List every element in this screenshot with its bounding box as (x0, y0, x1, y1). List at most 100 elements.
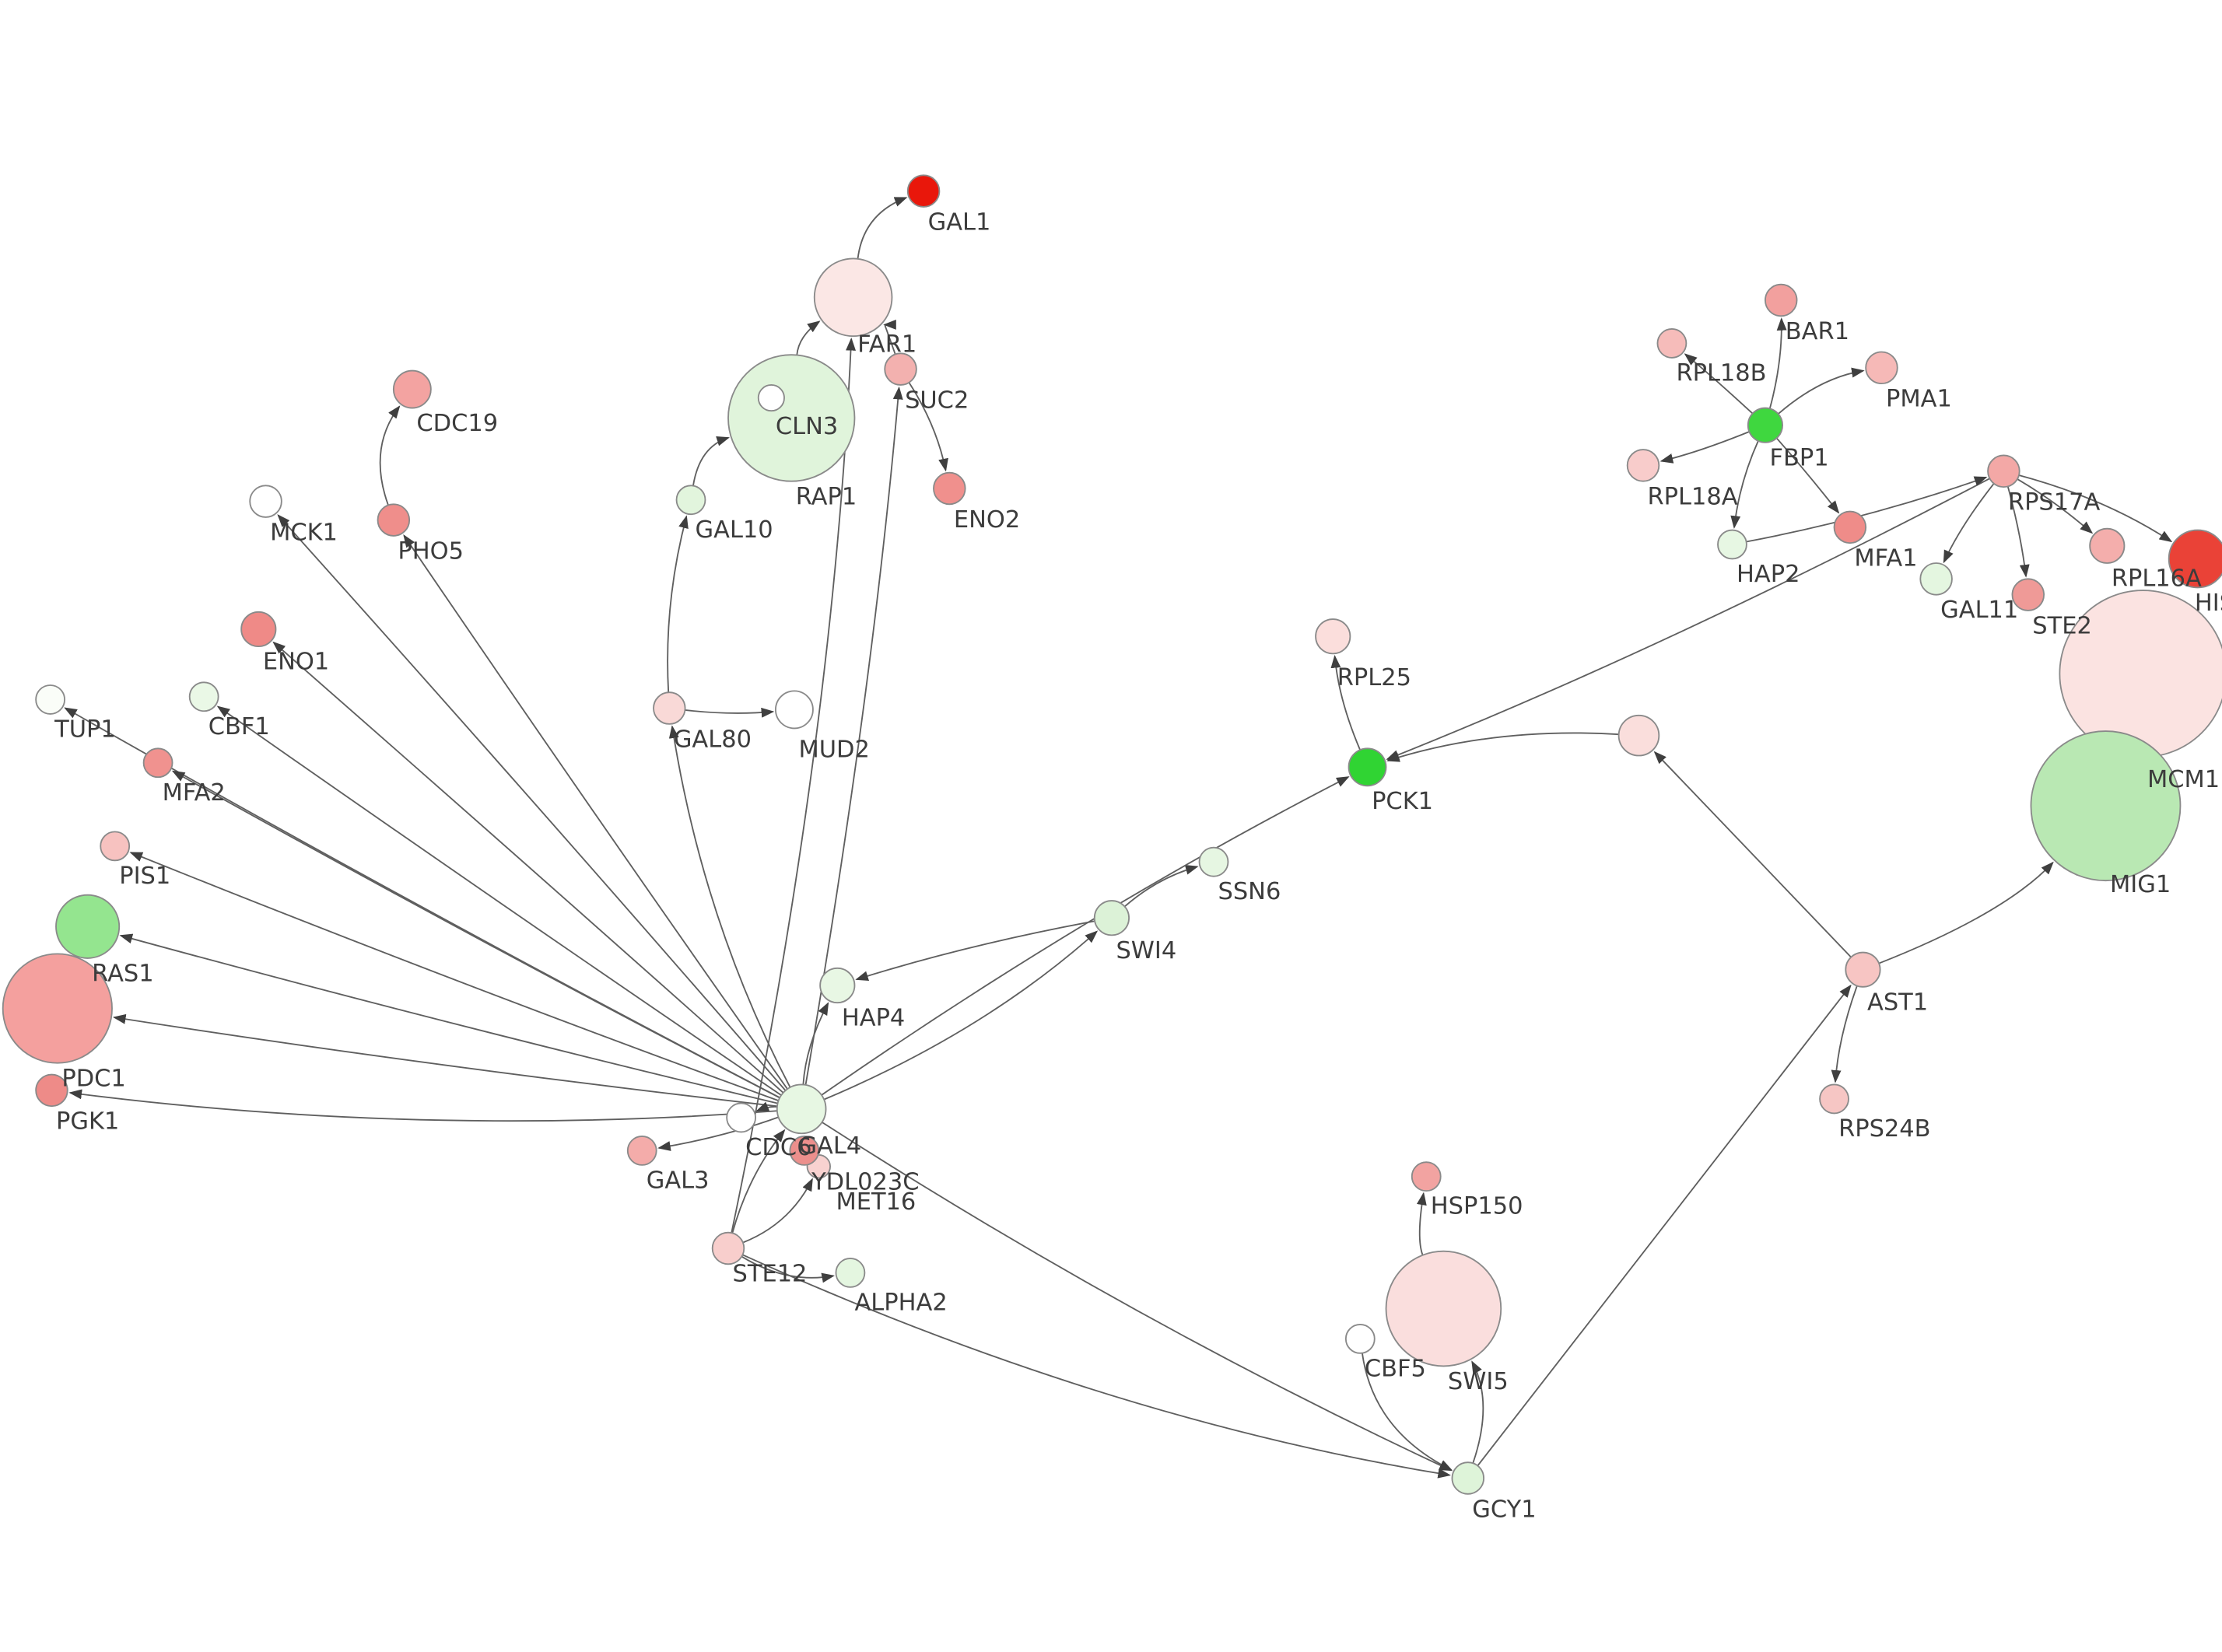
node-STE2[interactable] (2011, 578, 2045, 611)
node-GAL3[interactable] (626, 1136, 657, 1166)
node-CBF1[interactable] (188, 681, 219, 712)
edge-FBP1-RPL18A[interactable] (1659, 431, 1750, 464)
edge-HAP2-RPS17A[interactable] (1746, 476, 1988, 543)
node-TUP1[interactable] (35, 684, 65, 715)
edge-GAL4-PHO5[interactable] (403, 534, 788, 1090)
edge-GAL4-RAS1[interactable] (119, 933, 778, 1104)
edge-SUC2-ENO2[interactable] (908, 382, 948, 472)
node-SWI5[interactable] (1385, 1250, 1502, 1367)
edge-GAL4-GAL3[interactable] (657, 1116, 779, 1151)
edge-unlabeled1-PCK1[interactable] (1386, 732, 1619, 762)
node-SSN6[interactable] (1198, 846, 1229, 877)
node-ENO2[interactable] (933, 471, 966, 506)
edge-RAP1-FAR1[interactable] (796, 320, 821, 355)
edge-AST1-MIG1[interactable] (1878, 861, 2054, 964)
node-HAP2[interactable] (1717, 529, 1747, 560)
node-HIS4[interactable] (2168, 529, 2222, 589)
node-unlabeled1[interactable] (1617, 714, 1660, 757)
edge-GCY1-AST1[interactable] (1477, 984, 1852, 1467)
edge-GAL4-HAP4[interactable] (802, 1002, 829, 1085)
edge-STE12-FAR1[interactable] (731, 338, 857, 1234)
edge-GAL80-GAL10[interactable] (667, 515, 689, 693)
edge-GAL4-MCK1[interactable] (277, 514, 787, 1091)
node-MFA1[interactable] (1833, 510, 1867, 544)
node-GAL10[interactable] (675, 485, 706, 516)
edge-GAL4-CBF1[interactable] (216, 705, 782, 1096)
edge-RPS17A-STE2[interactable] (2006, 486, 2030, 578)
node-BAR1[interactable] (1765, 283, 1798, 317)
edge-RPS17A-RPL16A[interactable] (2017, 478, 2094, 534)
edge-STE12-GCY1[interactable] (742, 1254, 1451, 1479)
node-HAP4[interactable] (819, 967, 856, 1004)
edge-SWI5-HSP150[interactable] (1416, 1192, 1427, 1256)
node-FAR1[interactable] (813, 257, 893, 338)
edge-FBP1-MFA1[interactable] (1775, 437, 1840, 514)
edge-RPS17A-PCK1[interactable] (1386, 478, 1990, 760)
node-RAS1[interactable] (55, 894, 121, 959)
edge-GAL4-GCY1[interactable] (822, 1122, 1453, 1472)
node-PCK1[interactable] (1348, 747, 1387, 787)
edge-GAL4-PIS1[interactable] (129, 852, 779, 1102)
node-RAP1[interactable] (727, 354, 856, 482)
edge-GAL4-PGK1[interactable] (68, 1089, 777, 1122)
node-GAL1[interactable] (906, 174, 941, 208)
node-MCK1[interactable] (249, 485, 282, 518)
edge-GAL4-PCK1[interactable] (821, 776, 1350, 1096)
node-MUD2[interactable] (775, 690, 814, 730)
node-CBF5[interactable] (1344, 1323, 1376, 1354)
edge-SUC2-FAR1[interactable] (883, 320, 897, 355)
node-CLN3[interactable] (757, 384, 785, 412)
node-RPL25[interactable] (1315, 618, 1351, 655)
node-RPL18B[interactable] (1656, 328, 1688, 359)
node-PHO5[interactable] (377, 503, 411, 537)
edge-GAL4-MFA2[interactable] (171, 770, 780, 1099)
node-GAL80[interactable] (653, 691, 686, 725)
edge-GAL4-CDC6[interactable] (755, 1101, 778, 1112)
node-CDC6[interactable] (726, 1102, 756, 1133)
edge-GAL4-GAL80[interactable] (668, 725, 791, 1088)
node-PGK1[interactable] (35, 1073, 68, 1108)
edge-FBP1-HAP2[interactable] (1730, 440, 1759, 529)
edge-SWI4-SSN6[interactable] (1123, 865, 1199, 908)
node-RPL16A[interactable] (2089, 527, 2126, 564)
node-AST1[interactable] (1845, 951, 1881, 988)
node-GAL4[interactable] (776, 1083, 827, 1135)
edge-RPS17A-HIS4[interactable] (2018, 474, 2173, 543)
edge-FAR1-GAL1[interactable] (857, 197, 908, 259)
node-SWI4[interactable] (1093, 900, 1130, 936)
edge-FBP1-PMA1[interactable] (1778, 367, 1865, 415)
node-YDL023C[interactable] (789, 1136, 820, 1166)
edge-GAL4-SUC2[interactable] (804, 386, 903, 1085)
edge-CBF5-GCY1[interactable] (1361, 1353, 1453, 1471)
node-RPL18A[interactable] (1626, 449, 1660, 482)
node-CDC19[interactable] (392, 369, 432, 409)
edge-STE12-MET16[interactable] (742, 1178, 813, 1244)
node-RPS24B[interactable] (1819, 1083, 1849, 1115)
node-PMA1[interactable] (1865, 351, 1898, 385)
node-STE12[interactable] (711, 1231, 745, 1265)
edge-AST1-RPS24B[interactable] (1831, 985, 1858, 1083)
node-PIS1[interactable] (100, 831, 131, 862)
edge-RPS17A-GAL11[interactable] (1943, 483, 1995, 564)
node-ALPHA2[interactable] (835, 1258, 866, 1288)
edge-GAL10-RAP1[interactable] (692, 436, 730, 486)
node-RPS17A[interactable] (1987, 454, 2020, 488)
edge-FBP1-RPL18B[interactable] (1684, 353, 1754, 415)
edge-GAL4-ENO1[interactable] (272, 641, 784, 1094)
node-PDC1[interactable] (2, 953, 113, 1064)
edge-FBP1-BAR1[interactable] (1768, 317, 1787, 409)
node-GCY1[interactable] (1451, 1461, 1485, 1495)
edge-PCK1-RPL25[interactable] (1330, 655, 1361, 751)
edge-SWI4-HAP4[interactable] (855, 920, 1095, 981)
node-HSP150[interactable] (1411, 1161, 1442, 1192)
edge-PHO5-CDC19[interactable] (379, 405, 401, 506)
node-GAL11[interactable] (1919, 562, 1953, 596)
edge-AST1-unlabeled1[interactable] (1653, 751, 1852, 958)
edge-GAL4-PDC1[interactable] (112, 1013, 778, 1108)
edge-STE12-GAL4[interactable] (731, 1129, 786, 1234)
node-MFA2[interactable] (142, 747, 173, 779)
node-SUC2[interactable] (884, 352, 917, 386)
node-MIG1[interactable] (2030, 730, 2182, 882)
node-FBP1[interactable] (1747, 407, 1783, 443)
